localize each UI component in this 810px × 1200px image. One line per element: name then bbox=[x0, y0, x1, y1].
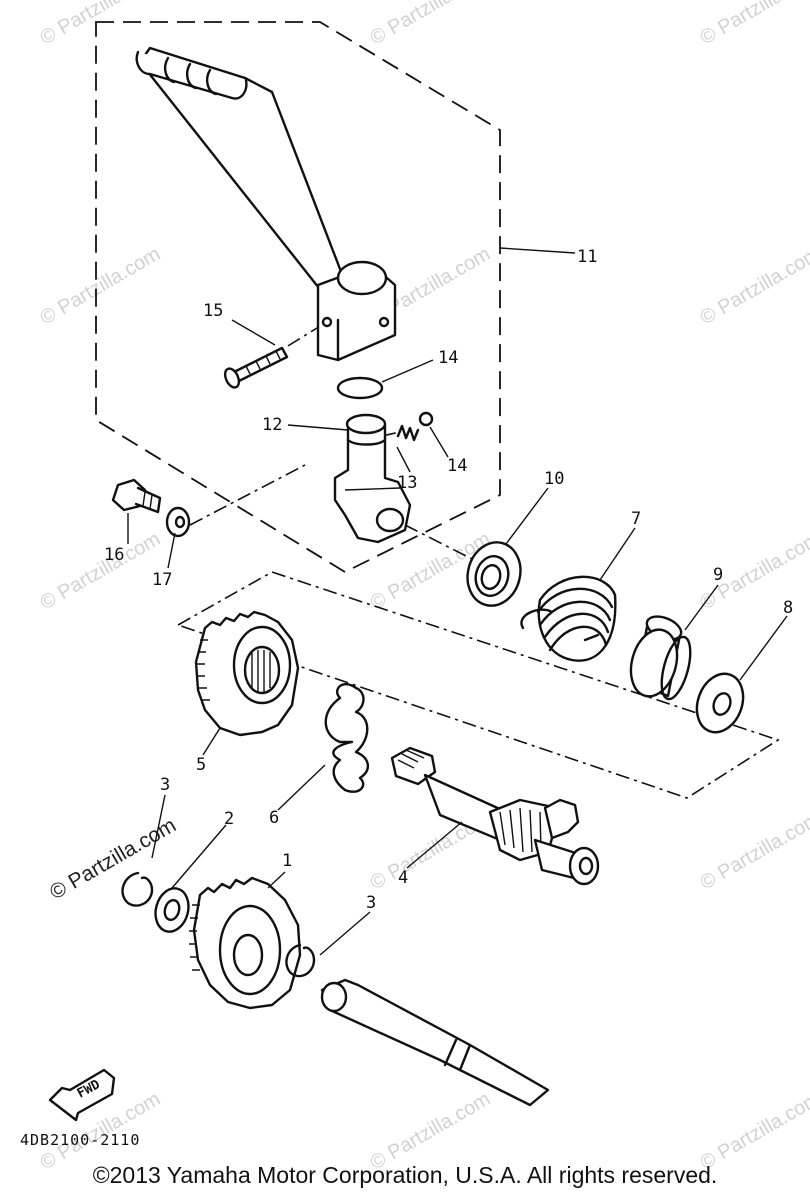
circlip bbox=[285, 943, 316, 978]
watermark: © Partzilla.com bbox=[697, 0, 810, 49]
watermark: © Partzilla.com bbox=[697, 243, 810, 329]
washer-thrust bbox=[154, 887, 190, 933]
leader-lines bbox=[127, 247, 788, 956]
diagram-code: 4DB2100-2110 bbox=[20, 1131, 140, 1149]
kick-shaft-alignment-box bbox=[176, 571, 780, 799]
shaft bbox=[320, 978, 550, 1107]
kick-crank-assembly-outline bbox=[95, 21, 501, 574]
fwd-arrow-icon: FWD bbox=[48, 1068, 116, 1122]
callout-9: 9 bbox=[713, 565, 723, 585]
oil-seal bbox=[466, 541, 522, 607]
o-ring bbox=[336, 376, 384, 400]
bolt bbox=[111, 478, 162, 514]
callout-3-upper: 3 bbox=[160, 775, 170, 795]
callout-15: 14 bbox=[438, 348, 458, 368]
collar bbox=[629, 615, 692, 701]
callout-5: 5 bbox=[196, 755, 206, 775]
ratchet-gear bbox=[194, 610, 300, 737]
watermark: © Partzilla.com bbox=[37, 528, 165, 614]
callout-13: 13 bbox=[397, 473, 417, 493]
watermark: © Partzilla.com bbox=[697, 808, 810, 894]
watermark-dark: © Partzilla.com bbox=[46, 814, 180, 905]
callout-17: 16 bbox=[104, 545, 124, 565]
washer-large bbox=[695, 672, 745, 734]
callout-3-lower: 3 bbox=[366, 893, 376, 913]
callout-16: 15 bbox=[203, 301, 223, 321]
kick-idle-gear bbox=[189, 876, 302, 1010]
kick-boss bbox=[333, 413, 412, 544]
small-spring bbox=[396, 424, 420, 442]
clip bbox=[324, 683, 369, 793]
circlip bbox=[121, 871, 154, 907]
callout-numbers: 11 15 14 12 13 14 16 17 10 7 9 8 5 6 4 3… bbox=[104, 247, 793, 913]
torsion-spring bbox=[520, 575, 617, 662]
callout-12: 12 bbox=[262, 415, 282, 435]
copyright-notice: ©2013 Yamaha Motor Corporation, U.S.A. A… bbox=[92, 1162, 718, 1188]
callout-7: 7 bbox=[631, 509, 641, 529]
callout-11: 11 bbox=[577, 247, 597, 267]
callout-14: 14 bbox=[447, 456, 467, 476]
kick-crank-lever bbox=[135, 46, 397, 362]
watermark: © Partzilla.com bbox=[367, 0, 495, 49]
washer-small bbox=[165, 506, 191, 538]
watermark: © Partzilla.com bbox=[37, 0, 165, 49]
watermark: © Partzilla.com bbox=[37, 243, 165, 329]
callout-18: 17 bbox=[152, 570, 172, 590]
ball bbox=[418, 411, 434, 427]
callout-8: 8 bbox=[783, 598, 793, 618]
bolt-alignment-line bbox=[189, 464, 306, 526]
kick-shaft bbox=[390, 746, 600, 886]
callout-2: 2 bbox=[224, 809, 234, 829]
screw bbox=[223, 346, 289, 389]
callout-6: 6 bbox=[269, 808, 279, 828]
callout-4: 4 bbox=[398, 868, 408, 888]
callout-10: 10 bbox=[544, 469, 564, 489]
callout-1: 1 bbox=[282, 851, 292, 871]
boss-to-seal-line bbox=[404, 524, 479, 563]
